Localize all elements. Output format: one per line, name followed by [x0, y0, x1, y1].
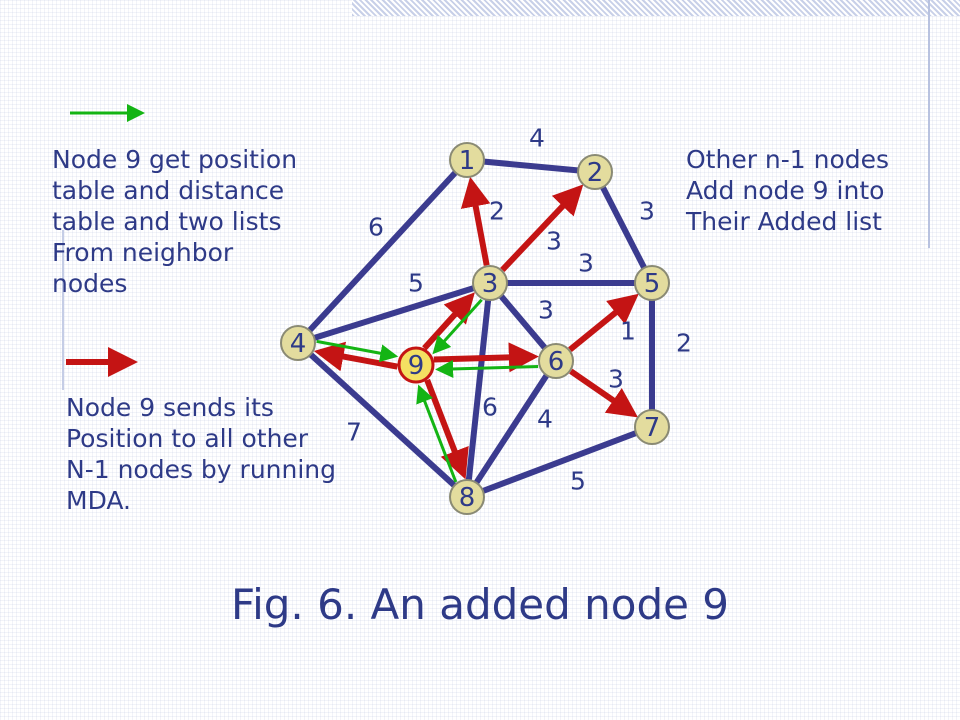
right-decor-line — [928, 0, 930, 248]
edge-weight-3-4: 5 — [408, 269, 424, 298]
node-2-label: 2 — [587, 158, 604, 188]
node-3-label: 3 — [482, 269, 499, 299]
node-5 — [634, 265, 670, 301]
edge-weight-3-8: 6 — [482, 393, 498, 422]
node-7-label: 7 — [644, 413, 661, 443]
arrow-label-3-2: 3 — [546, 227, 562, 256]
node-9 — [397, 346, 435, 384]
node-2 — [577, 154, 613, 190]
edge-weight-2-5: 3 — [639, 197, 655, 226]
node-6 — [538, 343, 574, 379]
edge-layer — [295, 157, 655, 500]
node-7 — [634, 409, 670, 445]
edge-weight-8-7: 5 — [570, 467, 586, 496]
edge-weight-4-8: 7 — [346, 418, 362, 447]
legend-green-text: Node 9 get position table and distance t… — [52, 145, 298, 298]
red-arrow-9-3 — [422, 292, 475, 351]
node-3 — [472, 265, 508, 301]
red-arrow-9-8 — [424, 378, 469, 480]
node-8-label: 8 — [459, 483, 476, 513]
edge-6-8 — [464, 358, 559, 500]
green-arrow-6-9 — [435, 359, 539, 378]
node-1-label: 1 — [459, 146, 476, 176]
edge-2-5 — [592, 169, 655, 286]
edge-8-7 — [464, 424, 655, 500]
edge-weight-5-7: 2 — [676, 329, 692, 358]
node-4 — [280, 325, 316, 361]
red-arrow-layer — [313, 176, 639, 480]
red-arrow-3-2 — [500, 184, 584, 272]
edge-weight-1-2: 4 — [529, 124, 545, 153]
edge-weight-6-8: 4 — [537, 405, 553, 434]
green-arrow-4-9 — [316, 339, 399, 363]
node-5-label: 5 — [644, 269, 661, 299]
node-1 — [449, 142, 485, 178]
red-arrow-6-5 — [568, 293, 639, 352]
node-4-label: 4 — [290, 329, 307, 359]
node-6-label: 6 — [548, 347, 565, 377]
node-8 — [449, 479, 485, 515]
legend-red-text: Node 9 sends its Position to all other N… — [66, 393, 337, 515]
right-note-text: Other n-1 nodes Add node 9 into Their Ad… — [686, 145, 890, 236]
edge-weight-3-6: 3 — [538, 296, 554, 325]
node-9-label: 9 — [408, 351, 425, 381]
arrow-label-3-1: 2 — [489, 197, 505, 226]
red-arrow-9-4 — [313, 341, 398, 372]
edge-1-2 — [464, 157, 598, 175]
arrow-label-6-5: 1 — [620, 317, 636, 346]
green-arrow-layer — [316, 298, 539, 483]
edge-weight-3-5: 3 — [578, 249, 594, 278]
green-arrow-8-9 — [416, 384, 458, 483]
red-arrow-6-7 — [569, 368, 638, 418]
red-arrow-9-6 — [433, 342, 539, 373]
red-arrow-3-1 — [460, 176, 491, 266]
left-decor-line — [62, 230, 64, 390]
edge-1-4 — [295, 157, 470, 346]
legend-arrows — [66, 104, 145, 377]
edge-3-8 — [464, 280, 493, 500]
figure-caption: Fig. 6. An added node 9 — [230, 580, 730, 629]
edge-weight-1-4: 6 — [368, 213, 384, 242]
top-decor-band — [352, 0, 960, 16]
arrow-label-6-7: 3 — [608, 365, 624, 394]
green-arrow-3-9 — [432, 298, 483, 355]
